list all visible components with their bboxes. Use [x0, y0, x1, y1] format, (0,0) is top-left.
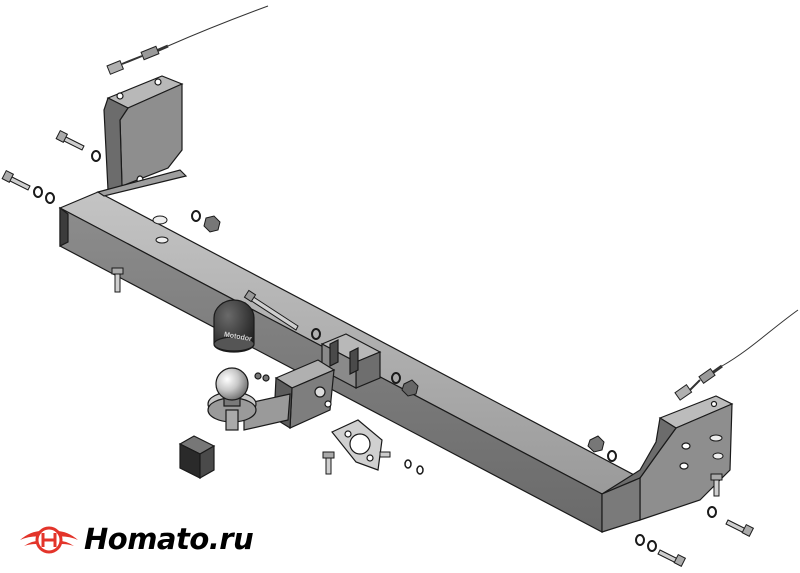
bolt-vertical-left — [111, 267, 124, 293]
tow-ball-cover: Motodor — [213, 299, 255, 353]
hex-nut — [587, 435, 605, 453]
bolt-right-upper — [725, 519, 755, 537]
bolt-right-lower — [657, 549, 687, 567]
tow-ball-mount — [207, 367, 291, 431]
winged-h-emblem-icon — [20, 526, 78, 554]
washer — [709, 434, 723, 442]
washer — [712, 452, 724, 460]
bolt-vertical-right — [710, 473, 723, 497]
right-mounting-bracket — [601, 395, 734, 533]
hex-nut — [401, 379, 419, 397]
electrical-socket-plate — [331, 419, 383, 471]
spring-washer — [635, 534, 645, 546]
spring-washer — [607, 450, 617, 462]
brand-name: Homato.ru — [84, 522, 254, 556]
left-electrical-wire — [106, 5, 269, 75]
washer — [155, 236, 169, 244]
washer — [404, 459, 412, 469]
bolt-left-lower — [1, 169, 55, 204]
bolt-socket — [322, 451, 391, 475]
washer — [416, 465, 424, 475]
spring-washer — [647, 540, 657, 552]
tow-ball — [215, 367, 249, 401]
left-mounting-bracket — [103, 75, 184, 191]
washer — [152, 215, 168, 225]
receiver-cover-plug — [178, 435, 216, 480]
spring-washer — [191, 210, 201, 222]
spring-washer — [311, 328, 321, 340]
fastener-set — [1, 129, 755, 567]
spring-washer — [707, 506, 717, 518]
ball-cover-marking: Motodor — [223, 331, 252, 343]
long-bolt — [243, 289, 299, 331]
right-electrical-wire — [674, 309, 799, 401]
spring-washer — [391, 372, 401, 384]
receiver-socket-block — [320, 333, 382, 389]
homato-logo[interactable]: Homato.ru — [18, 516, 258, 564]
hex-nut — [203, 215, 221, 233]
bolt-left-upper — [55, 129, 101, 162]
